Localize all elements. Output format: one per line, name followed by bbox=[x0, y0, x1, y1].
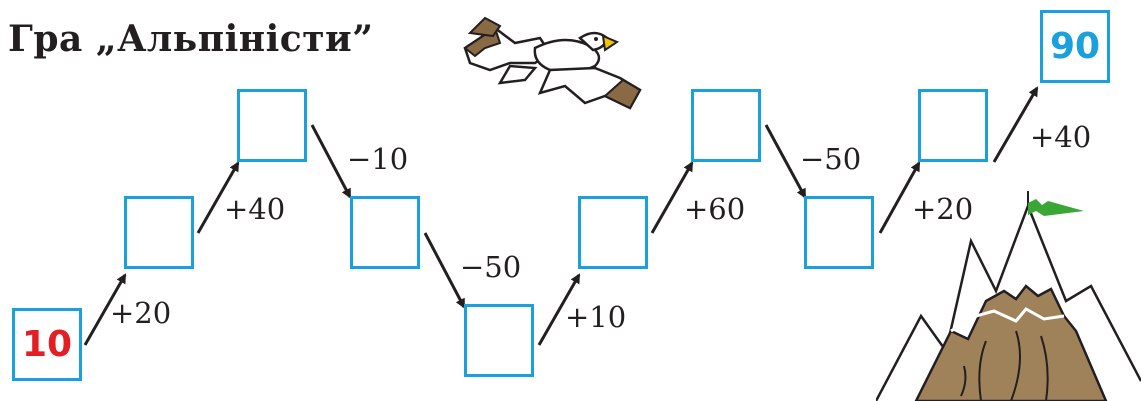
eagle-illustration bbox=[463, 16, 642, 110]
start-box: 10 bbox=[12, 308, 82, 381]
arrow-3 bbox=[310, 124, 352, 199]
answer-box-6[interactable] bbox=[691, 89, 761, 162]
step-label-3: −10 bbox=[347, 142, 409, 176]
step-label-6: +60 bbox=[684, 192, 746, 226]
arrow-9 bbox=[992, 86, 1039, 163]
arrow-2 bbox=[196, 161, 240, 234]
answer-box-4[interactable] bbox=[464, 304, 534, 377]
arrow-8 bbox=[878, 161, 921, 234]
game-title: Гра „Альпіністи” bbox=[8, 18, 374, 60]
step-label-9: +40 bbox=[1030, 120, 1092, 154]
step-label-8: +20 bbox=[912, 192, 974, 226]
arrow-6 bbox=[650, 161, 694, 234]
answer-box-1[interactable] bbox=[124, 196, 194, 269]
answer-box-7[interactable] bbox=[804, 196, 874, 269]
arrow-4 bbox=[423, 232, 466, 309]
step-label-5: +10 bbox=[565, 300, 627, 334]
step-label-2: +40 bbox=[224, 192, 286, 226]
step-label-7: −50 bbox=[800, 142, 862, 176]
arrow-7 bbox=[764, 124, 807, 199]
answer-box-5[interactable] bbox=[578, 196, 648, 269]
answer-box-2[interactable] bbox=[237, 89, 307, 162]
arrow-5 bbox=[537, 273, 581, 346]
mountain-with-flag-illustration bbox=[876, 191, 1141, 401]
step-label-1: +20 bbox=[110, 296, 172, 330]
arrow-1 bbox=[83, 273, 127, 346]
step-label-4: −50 bbox=[460, 250, 522, 284]
finish-box: 90 bbox=[1040, 10, 1110, 83]
answer-box-8[interactable] bbox=[918, 89, 988, 162]
answer-box-3[interactable] bbox=[350, 196, 420, 269]
